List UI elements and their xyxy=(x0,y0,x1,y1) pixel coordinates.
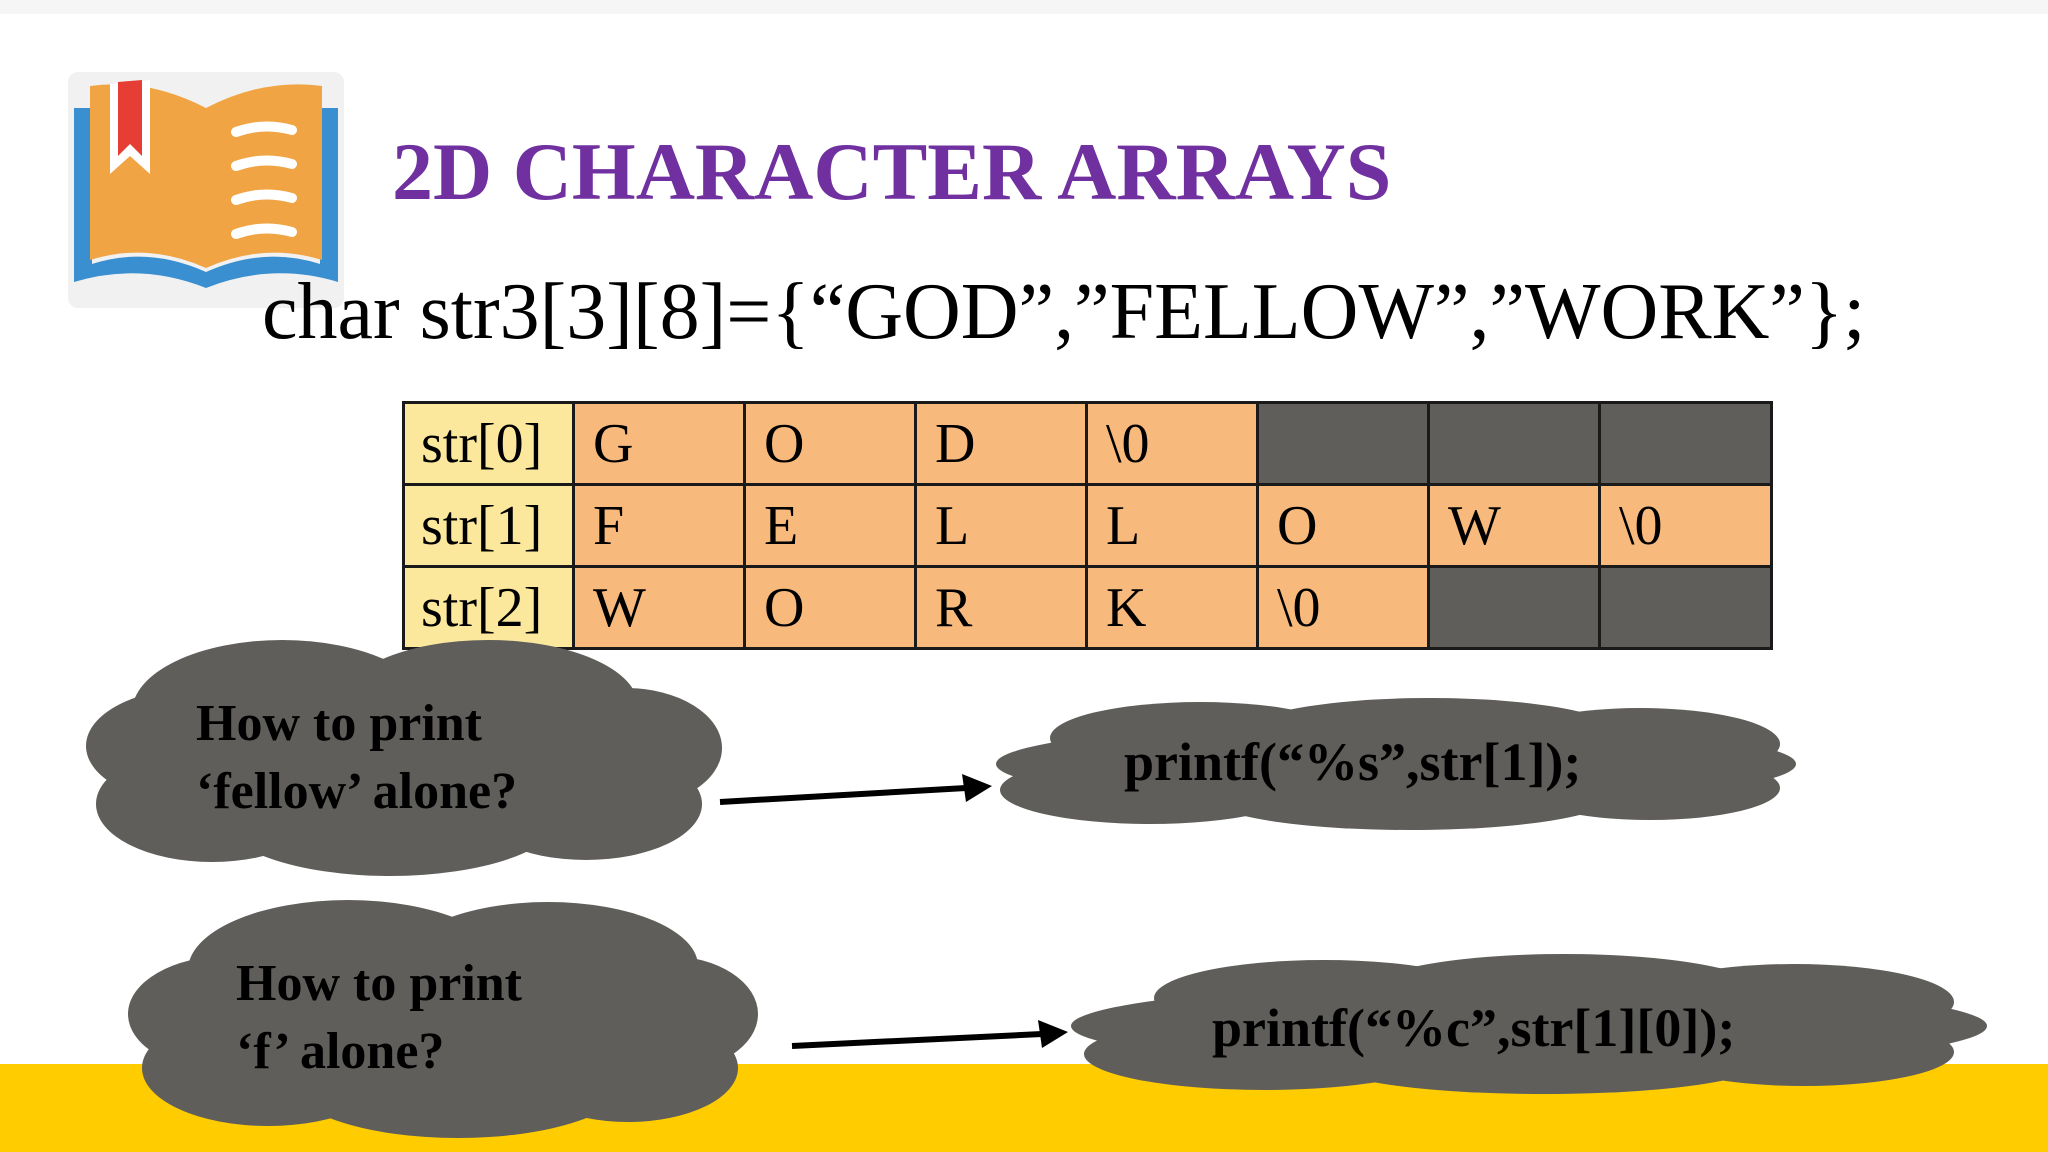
array-declaration: char str3[3][8]={“GOD”,”FELLOW”,”WORK”}; xyxy=(262,268,1866,356)
empty-cell xyxy=(1598,401,1773,486)
empty-cell xyxy=(1427,401,1601,486)
question-cloud-2 xyxy=(128,900,758,1138)
question-cloud-1 xyxy=(86,640,722,876)
answer-cloud-1 xyxy=(996,698,1796,830)
array-cell: F xyxy=(572,483,746,568)
array-cell: E xyxy=(743,483,917,568)
question-2-line1: How to print xyxy=(236,955,522,1012)
question-2-text: How to print ‘f’ alone? xyxy=(236,950,522,1086)
array-cell: W xyxy=(1427,483,1601,568)
row-label: str[1] xyxy=(402,483,575,568)
char-array-table: str[0] G O D \0 str[1] F E L L O W \0 st… xyxy=(402,401,1773,650)
array-cell: O xyxy=(1256,483,1430,568)
empty-cell xyxy=(1256,401,1430,486)
array-cell: \0 xyxy=(1598,483,1773,568)
open-book-bookmark-icon xyxy=(68,72,344,308)
row-label: str[0] xyxy=(402,401,575,486)
array-cell: O xyxy=(743,565,917,650)
array-cell: R xyxy=(914,565,1088,650)
array-cell: O xyxy=(743,401,917,486)
answer-2-text: printf(“%c”,str[1][0]); xyxy=(1212,998,1736,1058)
table-row-str2: str[2] W O R K \0 xyxy=(402,565,1773,650)
answer-cloud-2 xyxy=(1071,954,1987,1094)
arrow-1 xyxy=(719,774,992,805)
empty-cell xyxy=(1598,565,1773,650)
question-2-line2: ‘f’ alone? xyxy=(236,1023,445,1080)
array-cell: \0 xyxy=(1085,401,1259,486)
array-cell: W xyxy=(572,565,746,650)
array-cell: \0 xyxy=(1256,565,1430,650)
array-cell: L xyxy=(1085,483,1259,568)
array-cell: G xyxy=(572,401,746,486)
top-band xyxy=(0,0,2048,14)
table-row-str0: str[0] G O D \0 xyxy=(402,401,1773,486)
array-cell: D xyxy=(914,401,1088,486)
array-cell: L xyxy=(914,483,1088,568)
empty-cell xyxy=(1427,565,1601,650)
table-row-str1: str[1] F E L L O W \0 xyxy=(402,483,1773,568)
slide-title: 2D CHARACTER ARRAYS xyxy=(392,126,1392,217)
question-1-line1: How to print xyxy=(196,695,482,752)
question-1-line2: ‘fellow’ alone? xyxy=(196,763,518,820)
question-1-text: How to print ‘fellow’ alone? xyxy=(196,690,517,826)
array-cell: K xyxy=(1085,565,1259,650)
arrow-2 xyxy=(791,1020,1068,1049)
row-label: str[2] xyxy=(402,565,575,650)
answer-1-text: printf(“%s”,str[1]); xyxy=(1124,732,1582,792)
